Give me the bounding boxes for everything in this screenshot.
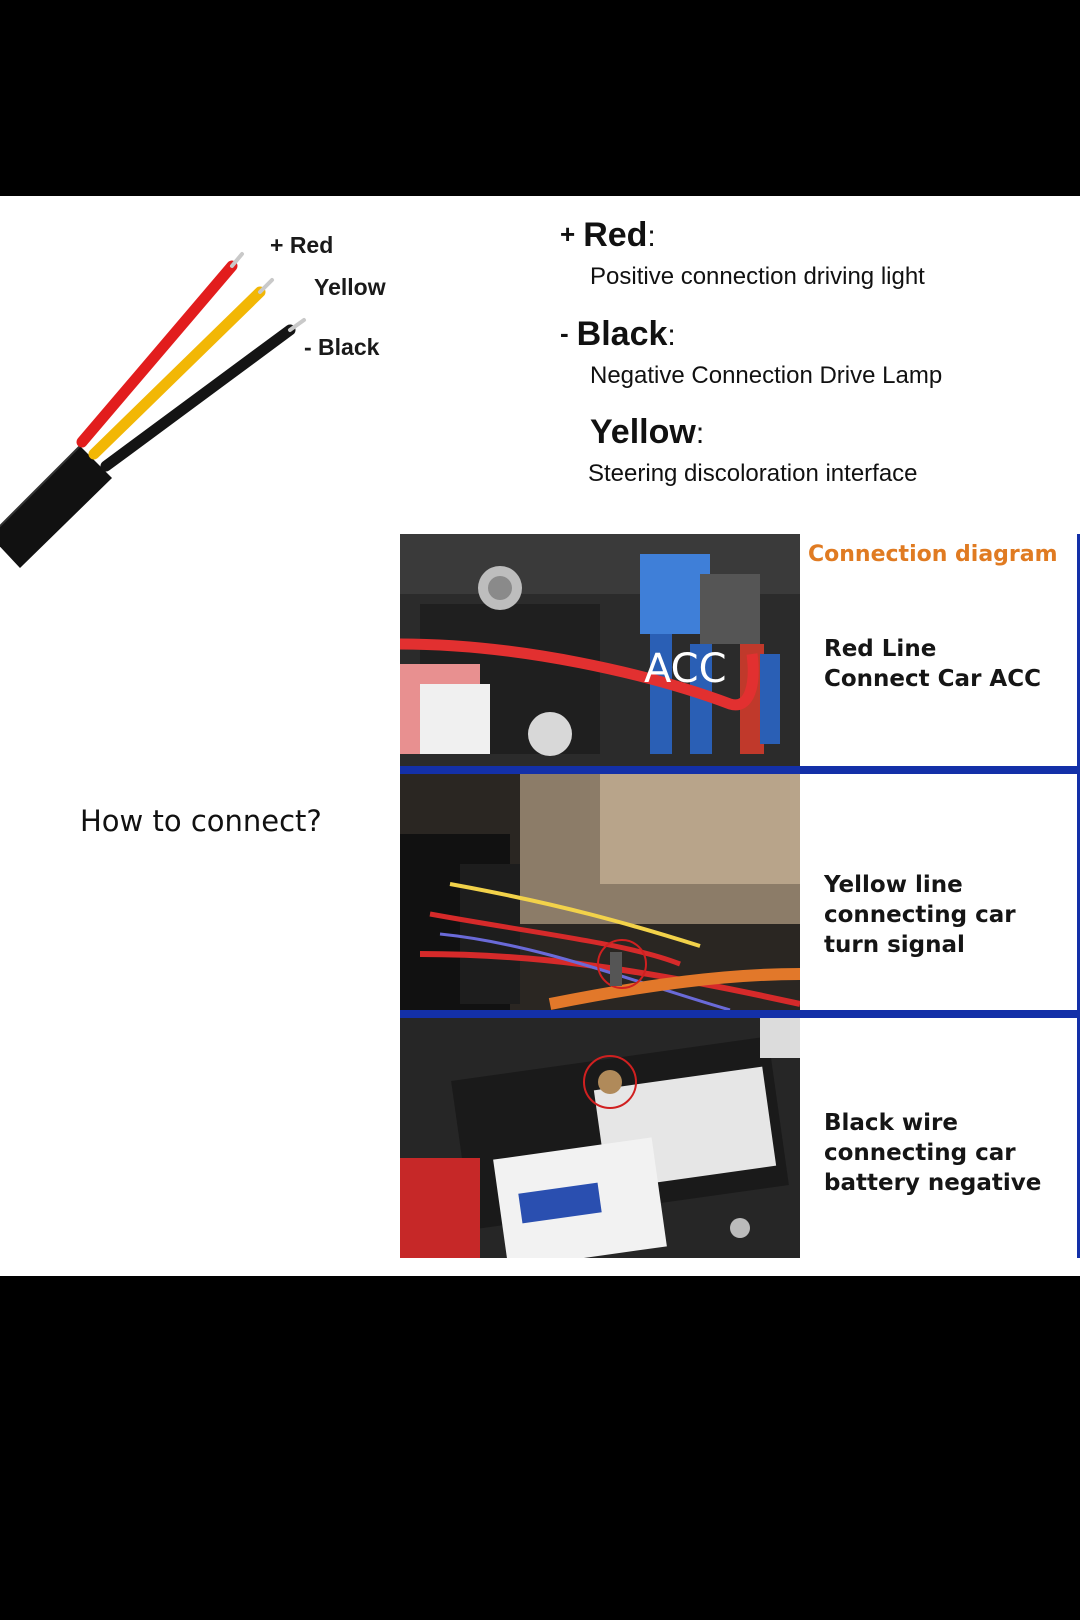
row-divider — [400, 1010, 1080, 1018]
diagram-row-acc: ACC Red Line Connect Car ACC — [400, 534, 1080, 766]
legend-sign: + — [560, 219, 576, 249]
legend-sign: - — [560, 318, 569, 348]
acc-label: ACC — [644, 646, 727, 692]
caption-red-line: Red Line Connect Car ACC — [824, 634, 1041, 694]
caption-line: connecting car — [824, 902, 1016, 928]
caption-black-wire: Black wire connecting car battery negati… — [824, 1108, 1041, 1198]
red-wire — [76, 260, 238, 448]
legend-red: +Red: Positive connection driving light — [560, 214, 1060, 291]
wire-legend: +Red: Positive connection driving light … — [560, 214, 1060, 510]
battery-photo — [400, 1018, 800, 1258]
diagram-row-turn-signal: Yellow line connecting car turn signal — [400, 774, 1080, 1010]
diagram-title: Connection diagram — [808, 542, 1058, 567]
legend-desc: Negative Connection Drive Lamp — [590, 362, 943, 389]
turn-signal-photo — [400, 774, 800, 1010]
row-divider — [400, 766, 1080, 774]
legend-yellow: Yellow: Steering discoloration interface — [560, 412, 1060, 488]
caption-line: Connect Car ACC — [824, 666, 1041, 692]
cable-jacket — [0, 446, 112, 568]
caption-line: Red Line — [824, 636, 937, 662]
wire-label-yellow: Yellow — [314, 274, 386, 300]
caption-line: Black wire — [824, 1110, 958, 1136]
how-to-connect-heading: How to connect? — [80, 804, 322, 838]
fuse-box-photo — [400, 534, 800, 766]
caption-line: battery negative — [824, 1170, 1042, 1196]
cable-illustration — [0, 252, 306, 568]
caption-line: connecting car — [824, 1140, 1016, 1166]
legend-name: Black — [576, 315, 668, 353]
caption-line: Yellow line — [824, 872, 963, 898]
black-wire — [100, 324, 296, 472]
legend-name: Yellow — [590, 413, 696, 451]
wire-label-black: - Black — [304, 334, 380, 360]
diagram-row-battery: Black wire connecting car battery negati… — [400, 1018, 1080, 1258]
yellow-wire — [88, 286, 266, 460]
legend-colon: : — [667, 319, 676, 352]
legend-name: Red — [583, 216, 648, 254]
legend-desc: Steering discoloration interface — [588, 460, 918, 487]
product-panel: + Red Yellow - Black +Red: Positive conn… — [0, 196, 1080, 1276]
diagram-border — [1077, 534, 1080, 1258]
legend-desc: Positive connection driving light — [590, 263, 925, 290]
connection-diagram: ACC Red Line Connect Car ACC — [400, 534, 1080, 1258]
legend-colon: : — [695, 417, 705, 450]
caption-yellow-line: Yellow line connecting car turn signal — [824, 870, 1016, 960]
wire-label-red: + Red — [270, 232, 334, 258]
caption-line: turn signal — [824, 932, 965, 958]
legend-colon: : — [647, 220, 656, 253]
legend-black: -Black: Negative Connection Drive Lamp — [560, 313, 1060, 390]
